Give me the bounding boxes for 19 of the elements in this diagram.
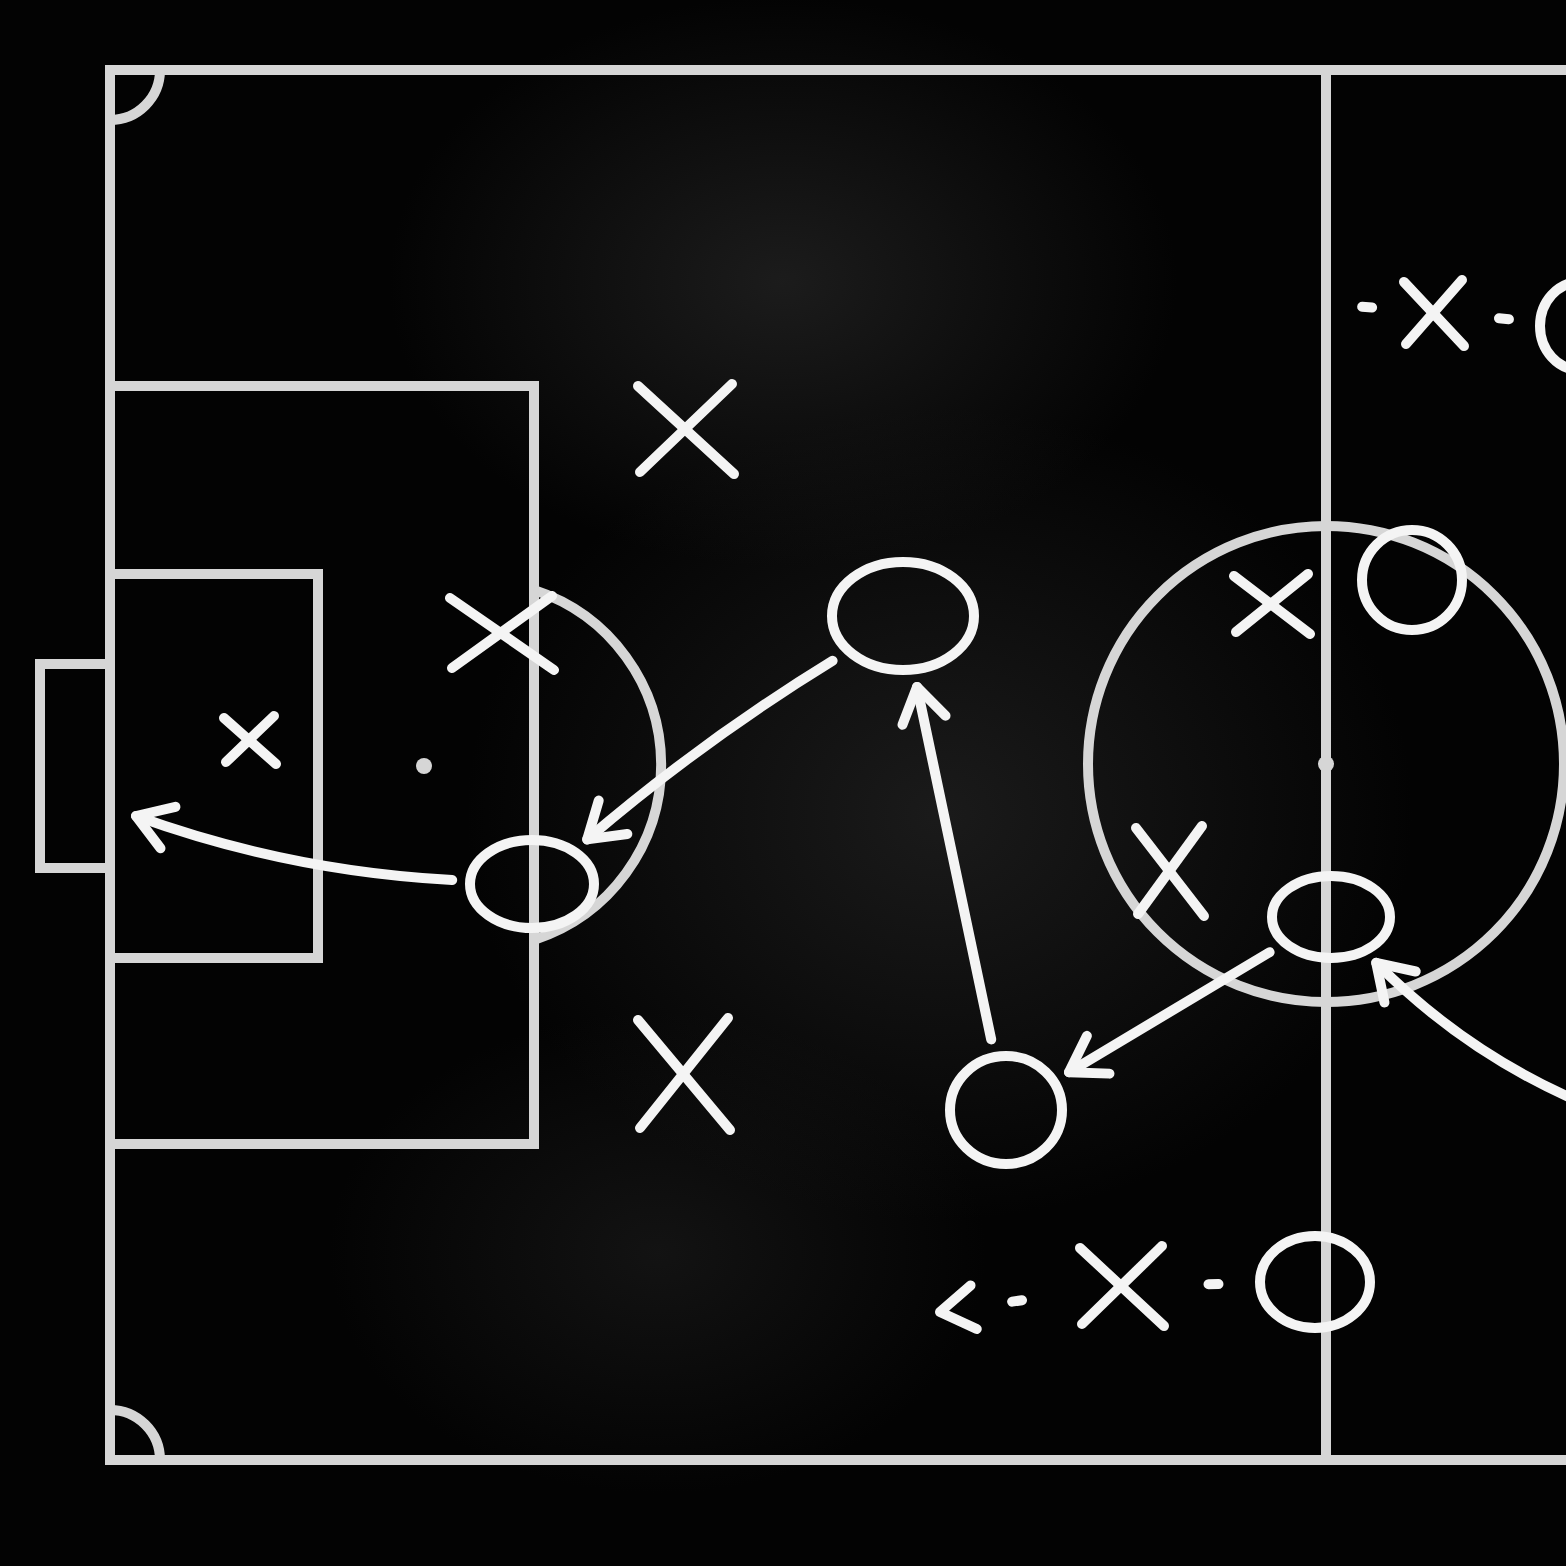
arrow: [582, 655, 838, 845]
circle-mark: [1265, 869, 1395, 963]
cross-mark: [1224, 564, 1320, 644]
arrow: [897, 682, 997, 1045]
circle-mark: [825, 556, 979, 676]
cross-mark: [1394, 269, 1474, 355]
circle-mark: [464, 834, 600, 934]
circle-mark: [1253, 1230, 1375, 1334]
cross-mark: [440, 585, 564, 679]
cross-mark: [628, 373, 744, 483]
arrow: [1371, 957, 1566, 1107]
circle-mark: [1356, 524, 1468, 636]
cross-mark: [628, 1008, 740, 1140]
circle-mark: [944, 1050, 1068, 1170]
cross-mark: [1070, 1236, 1174, 1336]
cross-mark: [1126, 815, 1214, 925]
arrow: [131, 801, 458, 885]
arrow: [1064, 947, 1275, 1079]
cross-mark: [214, 706, 286, 774]
